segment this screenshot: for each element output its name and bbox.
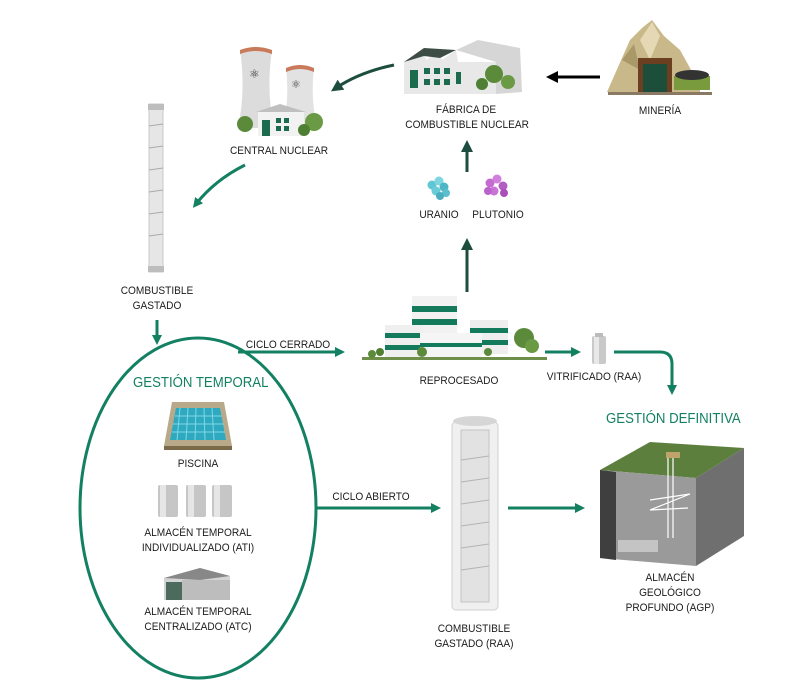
mineria-label: MINERÍA: [638, 105, 682, 117]
ciclo-abierto-label: CICLO ABIERTO: [332, 491, 410, 503]
gestion-definitiva-title: GESTIÓN DEFINITIVA: [606, 410, 741, 427]
spent-fuel-container-icon: [451, 416, 499, 611]
deep-geological-repository-icon: [600, 442, 744, 566]
gestion-temporal-title: GESTIÓN TEMPORAL: [133, 374, 269, 391]
atc-label-line1: ALMACÉN TEMPORAL: [144, 606, 252, 618]
nuclear-plant-icon: ⚛ ⚛: [237, 47, 323, 136]
combustible-gastado-raa-label-line1: COMBUSTIBLE: [437, 623, 511, 635]
reprocesado-label: REPROCESADO: [419, 375, 499, 387]
pool-icon: [164, 402, 232, 450]
arrow-central-to-combustible: [192, 163, 246, 208]
factory-icon: [404, 40, 522, 94]
mine-icon: [607, 20, 712, 95]
plutonio-label: PLUTONIO: [472, 209, 524, 221]
fuel-rod-icon: [148, 103, 164, 273]
combustible-gastado-label-line1: COMBUSTIBLE: [120, 285, 194, 297]
gestion-temporal-ellipse: [78, 336, 318, 680]
combustible-gastado-label-line2: GASTADO: [132, 300, 182, 312]
ati-label-line2: INDIVIDUALIZADO (ATI): [141, 542, 255, 554]
agp-label-line1: ALMACÉN: [645, 572, 695, 584]
ciclo-cerrado-label: CICLO CERRADO: [245, 339, 331, 351]
dry-casks-icon: [158, 485, 232, 517]
combustible-gastado-raa-label-line2: GASTADO (RAA): [434, 638, 514, 650]
arrow-fabrica-to-central: [331, 63, 395, 92]
vitrificado-label: VITRIFICADO (RAA): [546, 371, 642, 383]
fabrica-label-line2: COMBUSTIBLE NUCLEAR: [405, 119, 530, 131]
svg-text:⚛: ⚛: [249, 67, 260, 81]
atc-label-line2: CENTRALIZADO (ATC): [144, 621, 252, 633]
piscina-label: PISCINA: [177, 458, 219, 470]
reprocessing-plant-icon: [362, 296, 547, 360]
warehouse-icon: [164, 568, 230, 600]
ati-label-line1: ALMACÉN TEMPORAL: [144, 527, 252, 539]
central-label: CENTRAL NUCLEAR: [229, 145, 329, 157]
plutonium-molecule-icon: [484, 174, 508, 197]
vitrified-canister-icon: [592, 333, 606, 364]
arrow-vitrificado-to-gestion-definitiva: [614, 350, 677, 395]
agp-label-line3: PROFUNDO (AGP): [625, 602, 715, 614]
uranio-label: URANIO: [419, 209, 459, 221]
svg-text:⚛: ⚛: [291, 79, 301, 91]
uranium-molecule-icon: [427, 176, 450, 200]
agp-label-line2: GEOLÓGICO: [639, 587, 701, 599]
fabrica-label-line1: FÁBRICA DE: [435, 104, 497, 116]
